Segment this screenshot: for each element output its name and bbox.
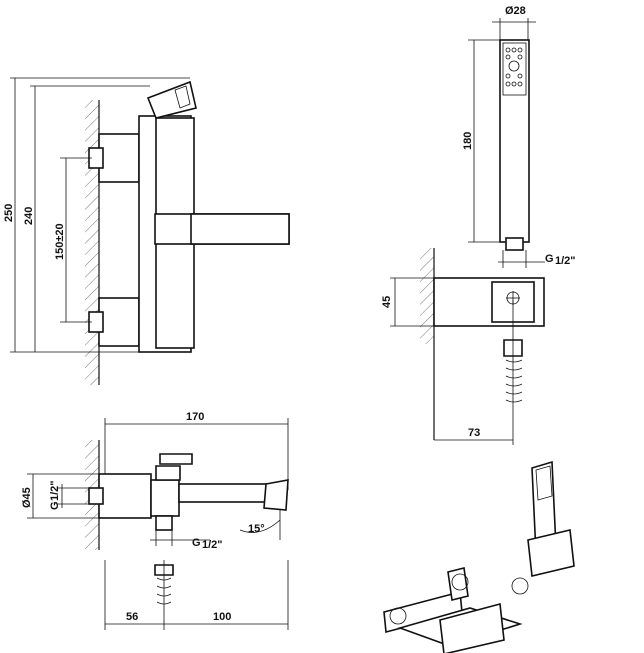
bracket-offset-label: 73 [468, 427, 480, 439]
escutcheon-label: Ø45 [21, 487, 33, 508]
total-height-label: 250 [3, 204, 15, 222]
isometric-view [383, 460, 575, 653]
handshower-view: Ø28 180 G 1/2" [462, 5, 576, 268]
bracket-height-label: 45 [381, 296, 393, 308]
depth-a-label: 56 [126, 611, 138, 623]
iso-spout [439, 602, 505, 653]
angle-label: 15° [248, 523, 265, 535]
front-view: 250 240 150±20 [3, 77, 290, 385]
lower-escutcheon [98, 297, 140, 347]
spray-holes [505, 47, 523, 87]
thread-left-label: G [49, 501, 61, 510]
handshower-length-label: 180 [462, 132, 474, 150]
iso-bracket [527, 529, 575, 577]
upper-escutcheon [98, 133, 140, 183]
side-handle [159, 453, 193, 465]
side-view: 170 Ø45 G 1/2" G 1/2" 15° 56 100 [21, 411, 289, 630]
handshower-handle [499, 39, 530, 243]
bracket-wall-hatch [420, 248, 434, 344]
bracket-view: 45 73 [381, 248, 545, 445]
thread-bottom-label: G [192, 537, 201, 549]
spout-length-label: 170 [186, 411, 204, 423]
spout-height-label: 240 [23, 207, 35, 225]
depth-b-label: 100 [213, 611, 231, 623]
diameter-label: Ø28 [505, 5, 526, 17]
thread-bottom-fraction: 1/2" [202, 539, 223, 551]
handle [146, 80, 197, 119]
thread-right-fraction: 1/2" [555, 255, 576, 267]
thread-left-fraction: 1/2" [49, 480, 61, 501]
side-escutcheon [98, 473, 152, 519]
centers-label: 150±20 [54, 223, 66, 260]
iso-handle [447, 567, 469, 601]
wall-hatch [85, 100, 99, 385]
thread-right-label: G [545, 253, 554, 265]
hose [505, 359, 523, 403]
